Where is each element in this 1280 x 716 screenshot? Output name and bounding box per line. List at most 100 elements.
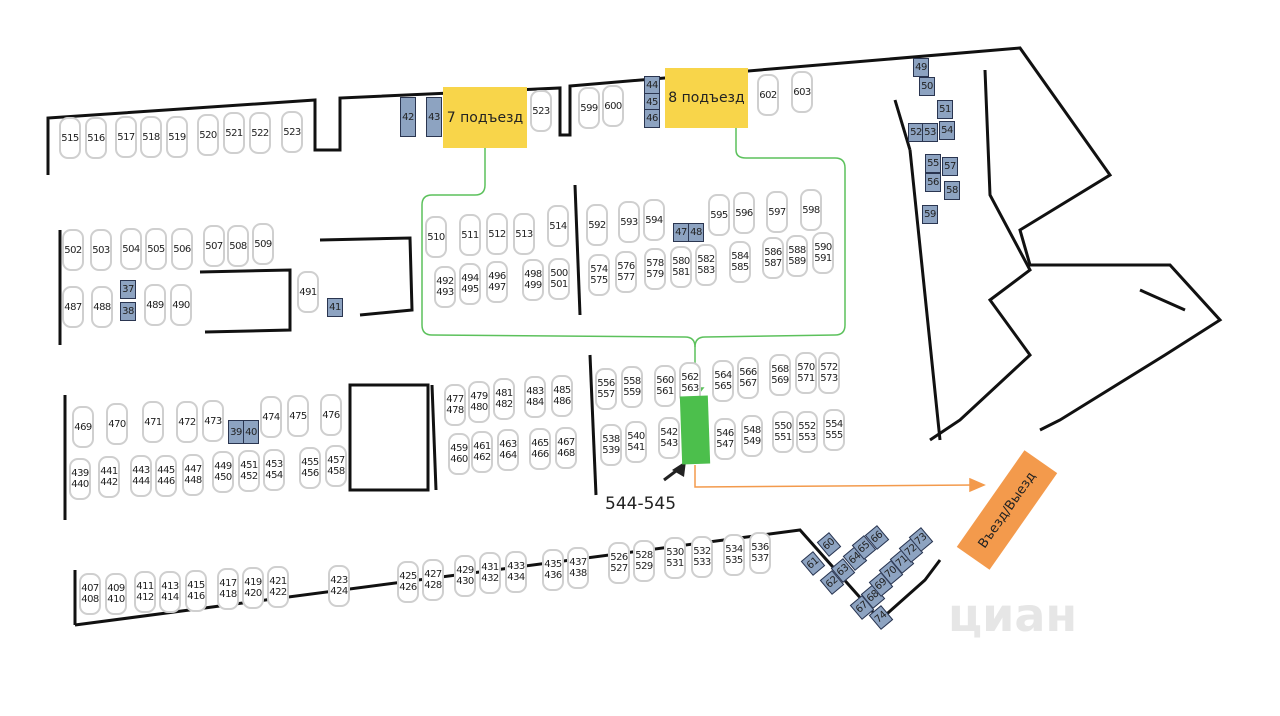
parking-spot[interactable]: 514 (547, 205, 569, 247)
storage-unit[interactable]: 51 (937, 99, 953, 119)
parking-spot[interactable]: 477 478 (444, 384, 466, 426)
parking-spot[interactable]: 550 551 (772, 411, 794, 453)
storage-unit[interactable]: 53 (922, 122, 938, 142)
parking-spot[interactable]: 570 571 (795, 352, 817, 394)
parking-spot[interactable]: 483 484 (524, 376, 546, 418)
parking-spot[interactable]: 407 408 (79, 573, 101, 615)
parking-spot[interactable]: 594 (643, 199, 665, 241)
parking-spot[interactable]: 487 (62, 286, 84, 328)
parking-spot[interactable]: 597 (766, 191, 788, 233)
parking-spot[interactable]: 566 567 (737, 357, 759, 399)
storage-unit[interactable]: 48 (688, 222, 704, 242)
parking-spot[interactable]: 479 480 (468, 381, 490, 423)
parking-spot[interactable]: 473 (202, 400, 224, 442)
parking-spot[interactable]: 552 553 (796, 411, 818, 453)
parking-spot[interactable]: 453 454 (263, 449, 285, 491)
storage-unit[interactable]: 57 (942, 156, 958, 176)
storage-unit[interactable]: 58 (944, 180, 960, 200)
parking-spot[interactable]: 496 497 (486, 261, 508, 303)
parking-spot[interactable]: 423 424 (328, 565, 350, 607)
parking-spot[interactable]: 554 555 (823, 409, 845, 451)
storage-unit[interactable]: 49 (913, 57, 929, 77)
parking-spot[interactable]: 431 432 (479, 552, 501, 594)
parking-spot[interactable]: 586 587 (762, 237, 784, 279)
parking-spot[interactable]: 427 428 (422, 559, 444, 601)
parking-spot[interactable]: 506 (171, 228, 193, 270)
parking-spot[interactable]: 602 (757, 74, 779, 116)
parking-spot[interactable]: 588 589 (786, 235, 808, 277)
parking-spot[interactable]: 470 (106, 403, 128, 445)
storage-unit[interactable]: 39 (228, 420, 244, 444)
parking-spot[interactable]: 490 (170, 284, 192, 326)
parking-spot[interactable]: 511 (459, 214, 481, 256)
storage-unit[interactable]: 38 (120, 301, 136, 321)
parking-spot[interactable]: 415 416 (185, 570, 207, 612)
parking-spot[interactable]: 455 456 (299, 447, 321, 489)
parking-spot[interactable]: 451 452 (238, 450, 260, 492)
parking-spot[interactable]: 502 (62, 229, 84, 271)
parking-spot[interactable]: 530 531 (664, 537, 686, 579)
parking-spot[interactable]: 481 482 (493, 378, 515, 420)
parking-spot[interactable]: 598 (800, 189, 822, 231)
parking-spot[interactable]: 447 448 (182, 454, 204, 496)
parking-spot[interactable]: 500 501 (548, 258, 570, 300)
parking-spot[interactable]: 417 418 (217, 568, 239, 610)
parking-spot[interactable]: 504 (120, 228, 142, 270)
storage-unit[interactable]: 54 (939, 120, 955, 140)
storage-unit[interactable]: 37 (120, 279, 136, 299)
storage-unit[interactable]: 59 (922, 204, 938, 224)
parking-spot[interactable]: 540 541 (625, 421, 647, 463)
parking-spot[interactable]: 568 569 (769, 354, 791, 396)
parking-spot[interactable]: 457 458 (325, 445, 347, 487)
parking-spot[interactable]: 546 547 (714, 418, 736, 460)
parking-spot[interactable]: 411 412 (134, 571, 156, 613)
parking-spot[interactable]: 421 422 (267, 566, 289, 608)
parking-spot[interactable]: 584 585 (729, 241, 751, 283)
parking-spot[interactable]: 592 (586, 204, 608, 246)
storage-unit[interactable]: 56 (925, 172, 941, 192)
parking-spot[interactable]: 600 (602, 85, 624, 127)
parking-spot[interactable]: 472 (176, 401, 198, 443)
parking-spot[interactable]: 596 (733, 192, 755, 234)
parking-spot[interactable]: 419 420 (242, 567, 264, 609)
parking-spot[interactable]: 603 (791, 71, 813, 113)
parking-spot[interactable]: 474 (260, 396, 282, 438)
parking-spot[interactable]: 538 539 (600, 424, 622, 466)
parking-spot[interactable]: 593 (618, 201, 640, 243)
parking-spot[interactable]: 443 444 (130, 455, 152, 497)
storage-unit[interactable]: 47 (673, 222, 689, 242)
parking-spot[interactable]: 590 591 (812, 232, 834, 274)
parking-spot[interactable]: 463 464 (497, 429, 519, 471)
storage-unit[interactable]: 42 (400, 97, 416, 137)
parking-spot[interactable]: 582 583 (695, 244, 717, 286)
storage-unit[interactable]: 46 (644, 108, 660, 128)
parking-spot[interactable]: 469 (72, 406, 94, 448)
parking-spot[interactable]: 494 495 (459, 263, 481, 305)
storage-unit[interactable]: 40 (243, 420, 259, 444)
parking-spot[interactable]: 522 (249, 112, 271, 154)
parking-spot[interactable]: 439 440 (69, 458, 91, 500)
parking-spot[interactable]: 507 (203, 225, 225, 267)
parking-spot[interactable]: 413 414 (159, 571, 181, 613)
parking-spot[interactable]: 518 (140, 116, 162, 158)
parking-spot[interactable]: 519 (166, 116, 188, 158)
storage-unit[interactable]: 50 (919, 76, 935, 96)
parking-spot[interactable]: 578 579 (644, 248, 666, 290)
parking-spot[interactable]: 532 533 (691, 536, 713, 578)
parking-spot[interactable]: 437 438 (567, 547, 589, 589)
parking-spot[interactable]: 517 (115, 116, 137, 158)
parking-spot[interactable]: 560 561 (654, 365, 676, 407)
parking-spot[interactable]: 513 (513, 213, 535, 255)
storage-unit[interactable]: 41 (327, 297, 343, 317)
parking-spot[interactable]: 485 486 (551, 375, 573, 417)
parking-spot[interactable]: 433 434 (505, 551, 527, 593)
parking-spot[interactable]: 536 537 (749, 532, 771, 574)
storage-unit[interactable]: 55 (925, 153, 941, 173)
parking-spot[interactable]: 580 581 (670, 246, 692, 288)
parking-spot[interactable]: 503 (90, 229, 112, 271)
parking-spot[interactable]: 526 527 (608, 542, 630, 584)
parking-spot[interactable]: 515 (59, 117, 81, 159)
parking-spot[interactable]: 425 426 (397, 561, 419, 603)
parking-spot[interactable]: 488 (91, 286, 113, 328)
parking-spot[interactable]: 556 557 (595, 368, 617, 410)
